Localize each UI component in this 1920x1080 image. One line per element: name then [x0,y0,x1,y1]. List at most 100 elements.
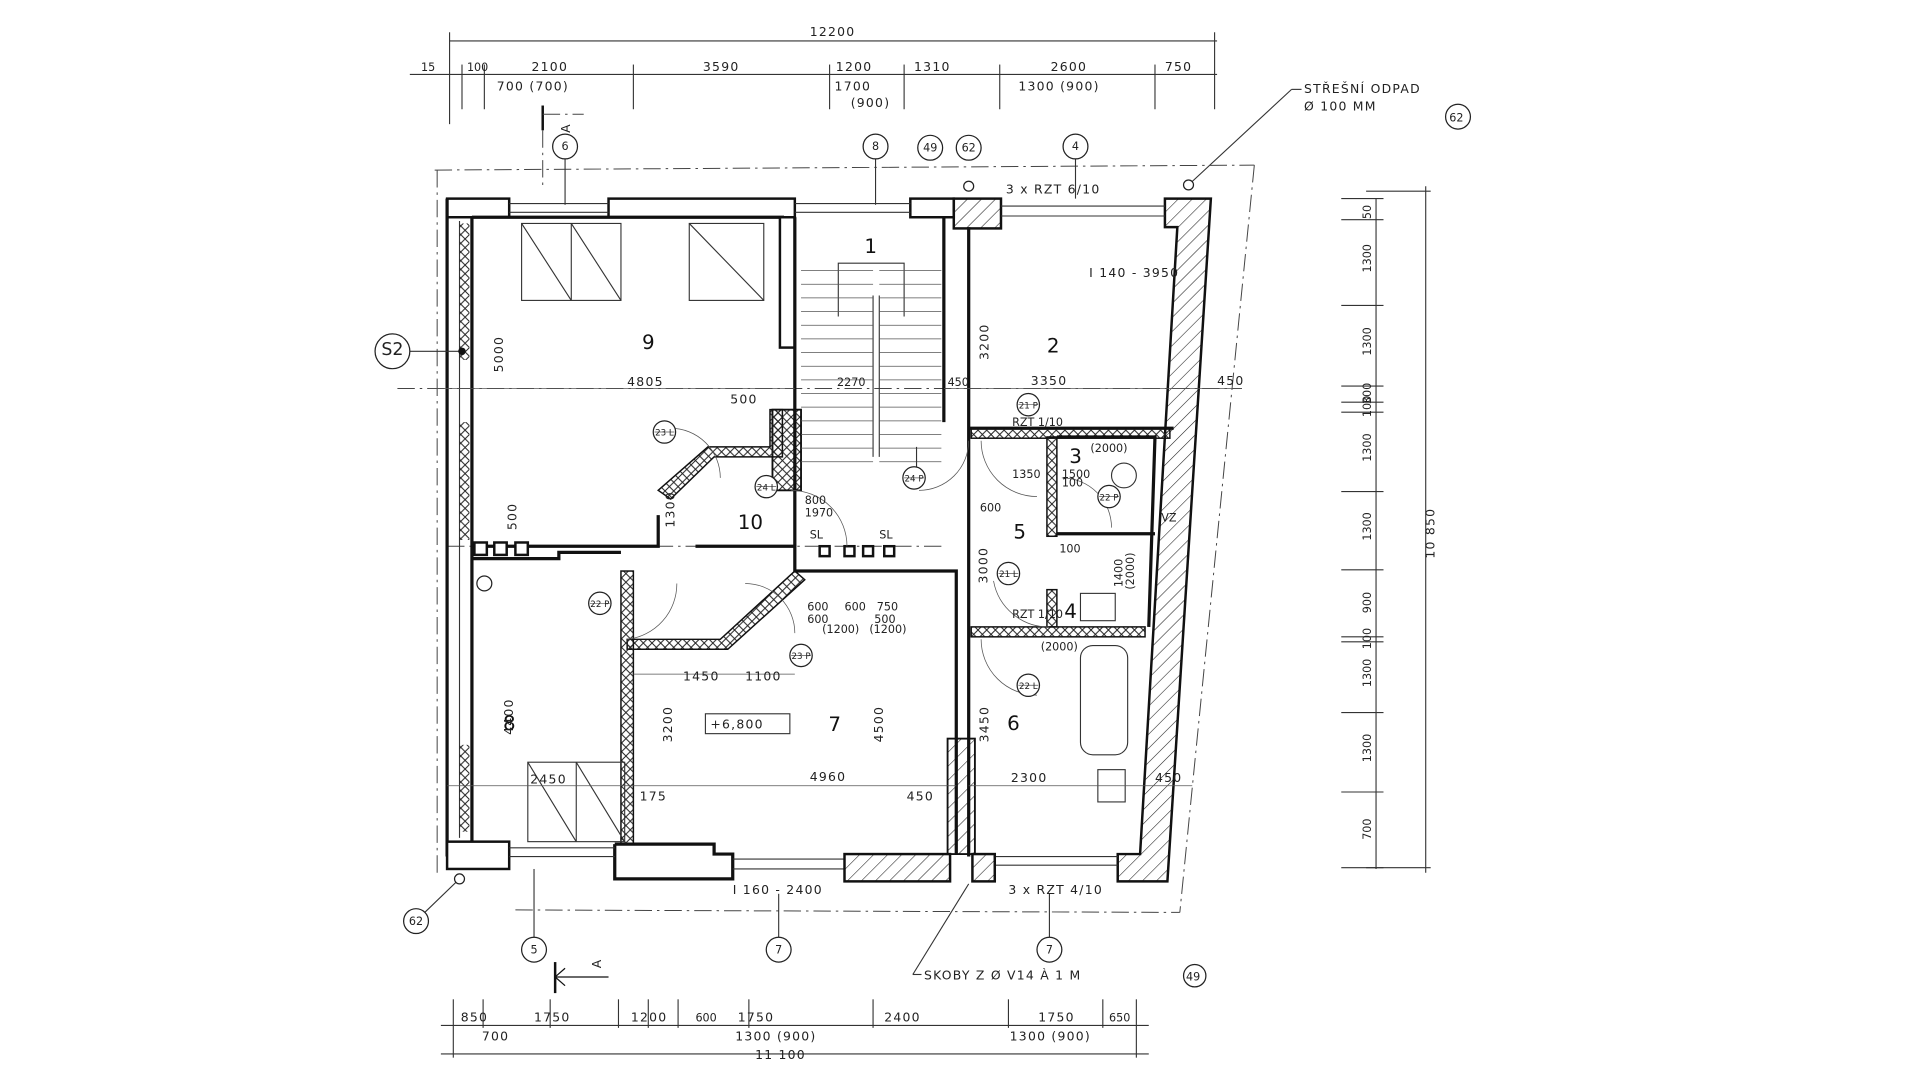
grid-bubble: 5 [520,936,548,963]
room-4-label: 4 [1064,600,1077,623]
dim-label: 3350 [1031,373,1068,388]
grid-bubble-label: 49 [923,141,937,154]
grid-bubble-label: 7 [775,943,782,956]
door-tag-label: 24 L [757,483,776,493]
room-10-label: 10 [738,511,763,534]
dim-label: 1310 [914,59,951,74]
dim-label: 100 [1059,542,1080,555]
dim-label: 4400 [501,698,516,735]
dim-label: 500 [505,503,520,530]
room-1-label: 1 [864,235,877,258]
vz-label: VZ [1161,511,1177,524]
sl-label: SL [810,529,824,542]
dim-label: 1700 [835,79,872,94]
dim-label: 1350 [1012,468,1040,481]
lintel-bottom-label: I 160 - 2400 [733,882,823,897]
dim-label: 3450 [977,706,992,743]
dim-label: 900 [1361,592,1374,613]
dim-label: 600 [980,501,1001,514]
dim-label: 600 [695,1012,716,1025]
dim-label: (900) [851,95,891,110]
dim-total-right: 10 850 [1422,508,1437,559]
dim-label: 300 [1361,383,1374,404]
dim-label: 1300 [1361,512,1374,540]
room-labels: 1 2 3 4 5 6 7 8 9 10 [503,235,1082,736]
dim-label: 2300 [1011,770,1048,785]
interior-dimensions: 4805 5000 500 2270 450 3200 3350 450 I 1… [428,182,1244,897]
dim-label: 1300 [1361,659,1374,687]
dim-label: 1300 [662,491,677,528]
dim-label: 5000 [491,336,506,373]
dim-label: 1300 (900) [1010,1028,1091,1043]
staircase [801,262,942,470]
dim-label: 450 [1217,373,1244,388]
room-9-label: 9 [642,331,655,354]
dim-label: 175 [640,789,667,804]
dim-label: 50 [1361,205,1374,219]
door-tags: 23 L24 L24 P22 P23 P21 P21 L22 L22 P [588,392,1121,698]
interior-walls [471,215,1174,857]
dim-label: 1750 [1038,1010,1075,1025]
dim-label: 500 [730,391,757,406]
rungs-note: SKOBY Z Ø V14 À 1 M [924,967,1081,982]
grid-bubble-label: 62 [962,141,976,154]
dim-label: 1750 [534,1010,571,1025]
door-tag: 21 L [996,561,1021,586]
grid-bubble: 6 [552,133,579,160]
elevation-box [704,713,791,735]
dim-label: (2000) [1041,640,1078,653]
grid-bubble: 62 [403,908,430,935]
elevation-label: +6,800 [710,717,763,732]
room-7-label: 7 [828,713,841,736]
rungs-ref: 49 [1186,971,1200,984]
door-tag-label: 23 P [792,652,811,662]
roof-drain-note: STŘEŠNÍ ODPAD Ø 100 MM 62 [1182,81,1472,191]
rzt-label: RZT 1/10 [1012,416,1063,429]
lintel-top-label: I 140 - 3950 [1089,265,1179,280]
dim-label: 750 [877,601,898,614]
grid-bubble: 62 [955,134,982,161]
rzt-bottom-label: 3 x RZT 4/10 [1008,882,1103,897]
dim-label: 3200 [660,706,675,743]
roof-drain-diameter: Ø 100 MM [1304,98,1377,113]
exterior-walls [445,197,1213,883]
dim-label: 1200 [631,1010,668,1025]
door-tag: 23 L [652,420,677,444]
section-label: A [589,959,604,969]
dim-label: 2400 [884,1010,921,1025]
top-dimension-chain: 12200 15 100 2100 3590 1200 1310 2600 75… [409,24,1218,125]
dim-label: 4805 [627,374,664,389]
chimney-flues [473,541,896,558]
right-dimension-chain: 5013001300300100130013009001001300130070… [1341,186,1437,873]
dim-label: (2000) [1090,442,1127,455]
dim-label: 1450 [683,668,720,683]
room-5-label: 5 [1013,521,1026,544]
dim-label: 2600 [1051,59,1088,74]
roof-drain-text: STŘEŠNÍ ODPAD [1304,81,1421,96]
dim-label: 600 [807,601,828,614]
grid-bubble-label: 6 [562,140,569,153]
door-tag-label: 21 L [999,570,1018,580]
door-tag: 22 P [588,591,612,616]
section-marker-top: A [541,105,584,187]
grid-bubble: 8 [862,133,889,160]
dim-label: 600 [845,601,866,614]
rzt-top-label: 3 x RZT 6/10 [1006,182,1101,197]
dim-label: 700 [482,1028,509,1043]
section-marker-bottom: A SKOBY Z Ø V14 À 1 M 49 [553,959,1207,994]
grid-bubble: S2 [374,333,411,370]
door-width: 800 [805,494,826,507]
dim-label: 100 [467,61,488,74]
grid-bubble-label: 62 [409,915,423,928]
dim-label: 1300 [1361,327,1374,355]
dim-label: 2450 [530,771,567,786]
door-tag-label: 24 P [905,475,924,485]
dim-label: 1300 [1361,244,1374,272]
dim-label: 750 [1165,59,1192,74]
door-tag-label: 22 P [1099,493,1118,503]
door-tag: 21 P [1016,392,1041,417]
dim-label: 450 [1155,770,1182,785]
dim-label: 500 [874,613,895,626]
grid-bubble-label: 5 [530,943,537,956]
